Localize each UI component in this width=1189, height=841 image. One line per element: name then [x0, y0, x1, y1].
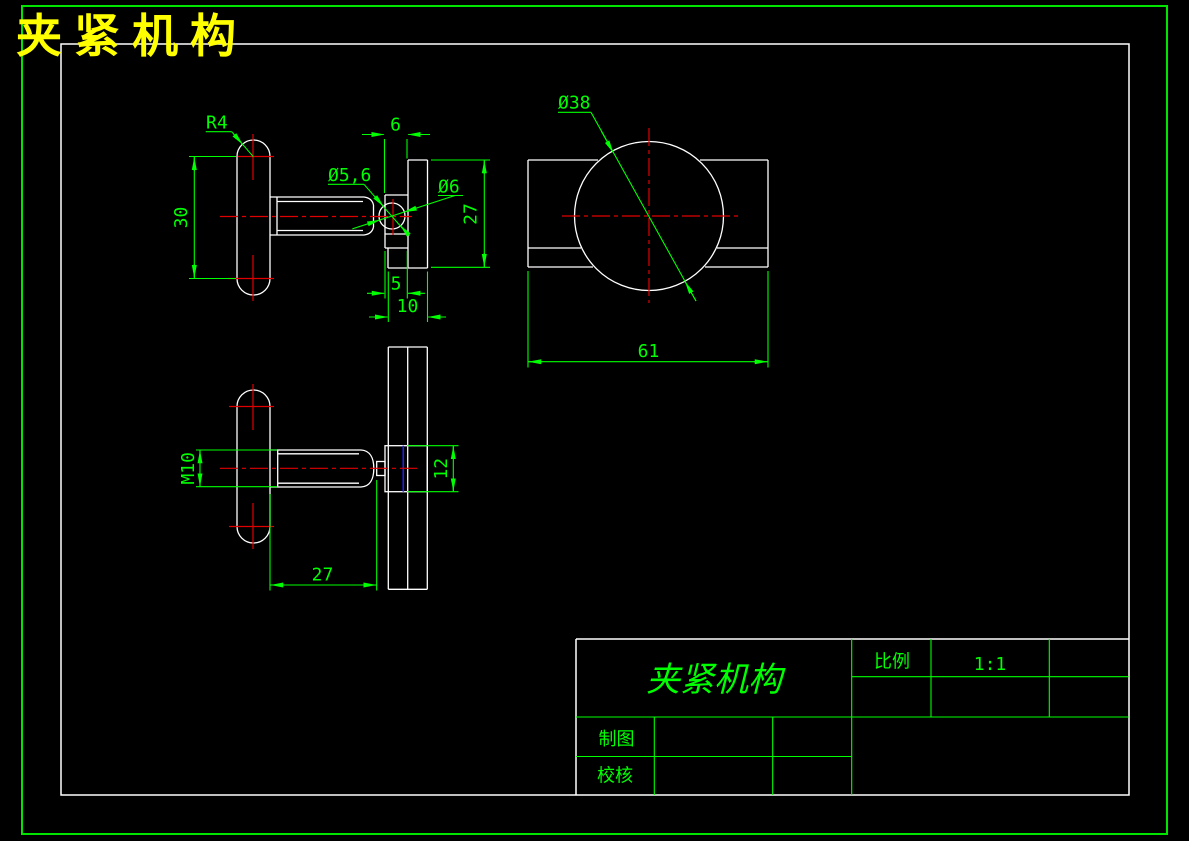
- centerlines: [562, 128, 740, 303]
- thread-lines: [277, 450, 359, 487]
- top-left-view: R4 30 6 27 5 10: [171, 113, 490, 322]
- page-title: 夹紧机构: [16, 9, 248, 63]
- title-block-grid: [576, 639, 1129, 795]
- centerlines: [220, 384, 417, 549]
- top-right-view: Ø38 61: [527, 93, 769, 368]
- title-block: 夹紧机构 制图 校核 比例 1:1: [575, 638, 1129, 795]
- centerlines: [220, 134, 412, 301]
- screw-geometry: [236, 139, 429, 296]
- dim-label-r4: R4: [206, 113, 228, 134]
- dim-label-30: 30: [171, 207, 192, 229]
- dim-label-m10: M10: [178, 452, 199, 485]
- dim-label-6: 6: [390, 115, 401, 136]
- dim-label-27: 27: [461, 203, 482, 225]
- dimensions: M10 12 27: [178, 445, 459, 591]
- dim-label-12: 12: [431, 458, 452, 480]
- drawing-frame: [21, 5, 1168, 835]
- dim-label-ball-dia: Ø6: [438, 177, 460, 198]
- outer-border: [21, 5, 1168, 835]
- checked-by-label: 校核: [597, 766, 633, 787]
- drawn-by-label: 制图: [599, 729, 635, 750]
- dim-label-10: 10: [397, 296, 419, 317]
- scale-label: 比例: [874, 652, 910, 673]
- bracket-outline: [384, 159, 429, 269]
- dimensions: R4 30 6 27 5 10: [171, 113, 490, 322]
- dim-label-dia38: Ø38: [558, 93, 591, 114]
- dim-label-5: 5: [391, 274, 402, 295]
- part-name: 夹紧机构: [646, 660, 786, 700]
- thread-lines: [276, 197, 363, 235]
- body-outline: [527, 159, 769, 268]
- bottom-left-view: M10 12 27: [178, 346, 459, 591]
- dimensions: Ø38 61: [527, 93, 769, 368]
- dim-label-27: 27: [312, 565, 334, 586]
- scale-value: 1:1: [974, 654, 1007, 675]
- dim-label-61: 61: [638, 341, 660, 362]
- inner-border: [60, 43, 1130, 796]
- dim-label-slot-dia: Ø5,6: [328, 165, 371, 186]
